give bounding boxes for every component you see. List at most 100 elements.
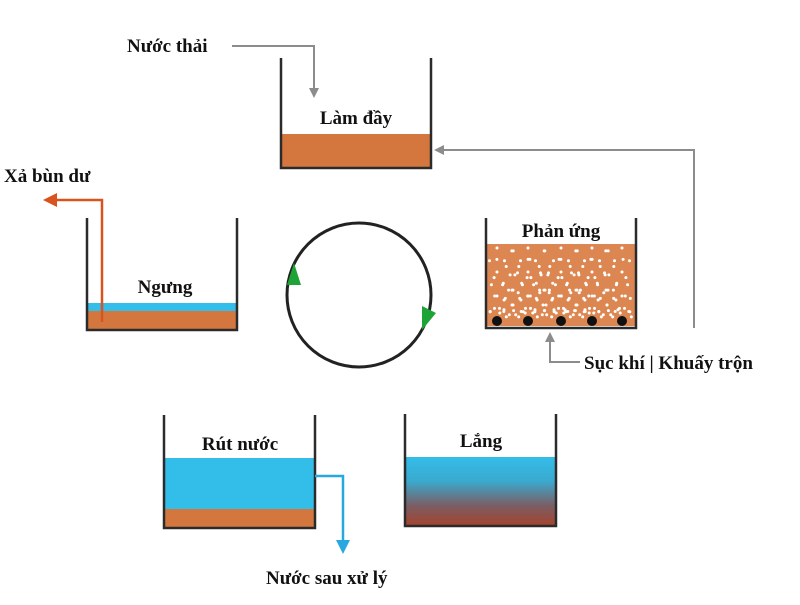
tank-settle: Lắng [403,414,558,528]
air-bubble [551,296,555,300]
air-bubble [547,271,550,275]
air-bubble [592,294,596,298]
outflow-label: Nước sau xử lý [266,568,388,589]
air-bubble [535,298,539,302]
settle-label: Lắng [460,431,503,452]
air-bubble [559,294,563,298]
air-bubble [603,273,607,277]
air-bubble [538,288,542,292]
air-bubble [560,276,564,280]
draw-water-layer [164,458,315,509]
inflow-label: Nước thải [127,36,208,57]
air-bubble [520,283,524,287]
air-bubble [537,265,541,268]
react-label: Phản ứng [522,221,601,242]
air-bubble [557,306,560,310]
air-bubble [628,259,631,263]
tank-draw: Rút nước [162,415,317,530]
air-bubble [587,294,591,298]
air-bubble [593,306,596,310]
air-bubble [598,259,601,263]
air-bubble [590,270,594,274]
fill-sludge-layer [281,134,431,168]
air-bubble [573,309,577,313]
air-bubble [489,283,493,287]
settle-tank-wall [403,414,558,528]
air-bubble [577,291,581,295]
air-bubble [598,265,602,268]
air-bubble [567,259,570,263]
air-bubble [512,309,516,313]
air-bubble [590,294,594,298]
air-bubble [534,259,537,263]
air-bubble [565,281,569,285]
outflow-arrow [315,474,350,554]
air-bubble [516,271,519,275]
air-bubble [519,259,522,263]
air-bubble [609,313,613,317]
air-bubble [511,303,515,307]
air-bubble [559,257,563,261]
tank-fill: Làm đầy [279,58,433,170]
air-bubble [524,306,527,310]
air-bubble [570,271,573,275]
air-bubble [548,265,552,268]
air-bubble [569,291,573,295]
air-bubble [568,288,572,292]
air-diffuser-icon [617,316,627,326]
air-bubble [552,310,556,314]
air-bubble [621,257,625,261]
air-bubble [575,303,579,307]
air-bubble [510,288,514,292]
air-bubble [628,296,632,300]
air-bubble [507,288,511,292]
air-bubble [574,288,578,292]
air-bubble [562,311,566,315]
air-bubble [557,294,561,298]
air-bubble [492,276,496,280]
air-bubble [571,313,575,317]
air-bubble [493,306,496,310]
air-bubble [605,303,609,307]
air-bubble [521,310,525,314]
air-bubble [597,310,601,313]
sludge-label: Xả bùn dư [4,166,91,187]
air-bubble [614,298,618,302]
air-bubble [498,311,502,315]
air-bubble [601,313,605,317]
air-bubble [535,315,539,319]
air-bubble [606,249,610,253]
air-bubble [626,283,630,287]
air-bubble [544,303,548,307]
air-bubble [488,259,491,263]
air-bubble [577,271,580,275]
air-bubble [572,273,576,277]
cycle-arrow-right-icon [422,306,436,330]
air-bubble [493,294,497,298]
idle-water-layer [87,303,237,311]
air-bubble [595,281,599,285]
air-bubble [583,259,586,263]
air-bubble [607,273,611,277]
air-bubble [592,311,596,315]
air-bubble [602,291,606,295]
air-bubble [531,311,535,315]
aeration-bubbles [488,246,633,319]
air-bubble [584,283,588,287]
air-bubble [495,257,499,261]
air-bubble [563,308,567,312]
air-bubble [529,306,532,310]
air-diffuser-icon [492,316,502,326]
air-bubble [566,298,570,302]
fill-tank-wall [279,58,433,170]
cycle-arrow-left-icon [287,263,301,285]
tank-react: Phản ứng [484,218,638,330]
air-bubble [553,283,557,287]
air-bubble [581,315,585,319]
air-bubble [529,276,533,280]
air-bubble [510,249,514,253]
fill-label: Làm đầy [320,108,393,129]
air-bubble [495,294,499,298]
draw-sludge-layer [164,509,315,528]
